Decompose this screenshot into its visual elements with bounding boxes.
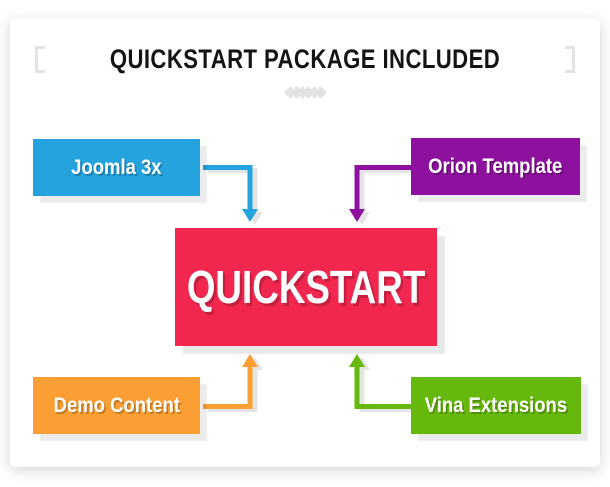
node-demo-label: Demo Content <box>53 393 180 417</box>
node-orion-label: Orion Template <box>428 154 563 178</box>
quickstart-center-label: QUICKSTART <box>186 261 426 313</box>
node-quickstart-center: QUICKSTART <box>175 228 437 346</box>
header: QUICKSTART PACKAGE INCLUDED <box>10 44 600 75</box>
node-vina-label: Vina Extensions <box>424 393 568 417</box>
bracket-right-icon <box>565 46 575 73</box>
card-panel: QUICKSTART PACKAGE INCLUDED Joomla 3x Or… <box>10 18 600 467</box>
node-orion-template: Orion Template <box>411 138 580 195</box>
node-joomla-3x: Joomla 3x <box>33 139 200 196</box>
node-vina-extensions: Vina Extensions <box>411 377 581 434</box>
bracket-left-icon <box>35 46 45 73</box>
zigzag-divider-icon <box>10 86 600 99</box>
page-title: QUICKSTART PACKAGE INCLUDED <box>109 44 501 74</box>
node-joomla-label: Joomla 3x <box>71 155 162 179</box>
node-demo-content: Demo Content <box>33 377 200 434</box>
